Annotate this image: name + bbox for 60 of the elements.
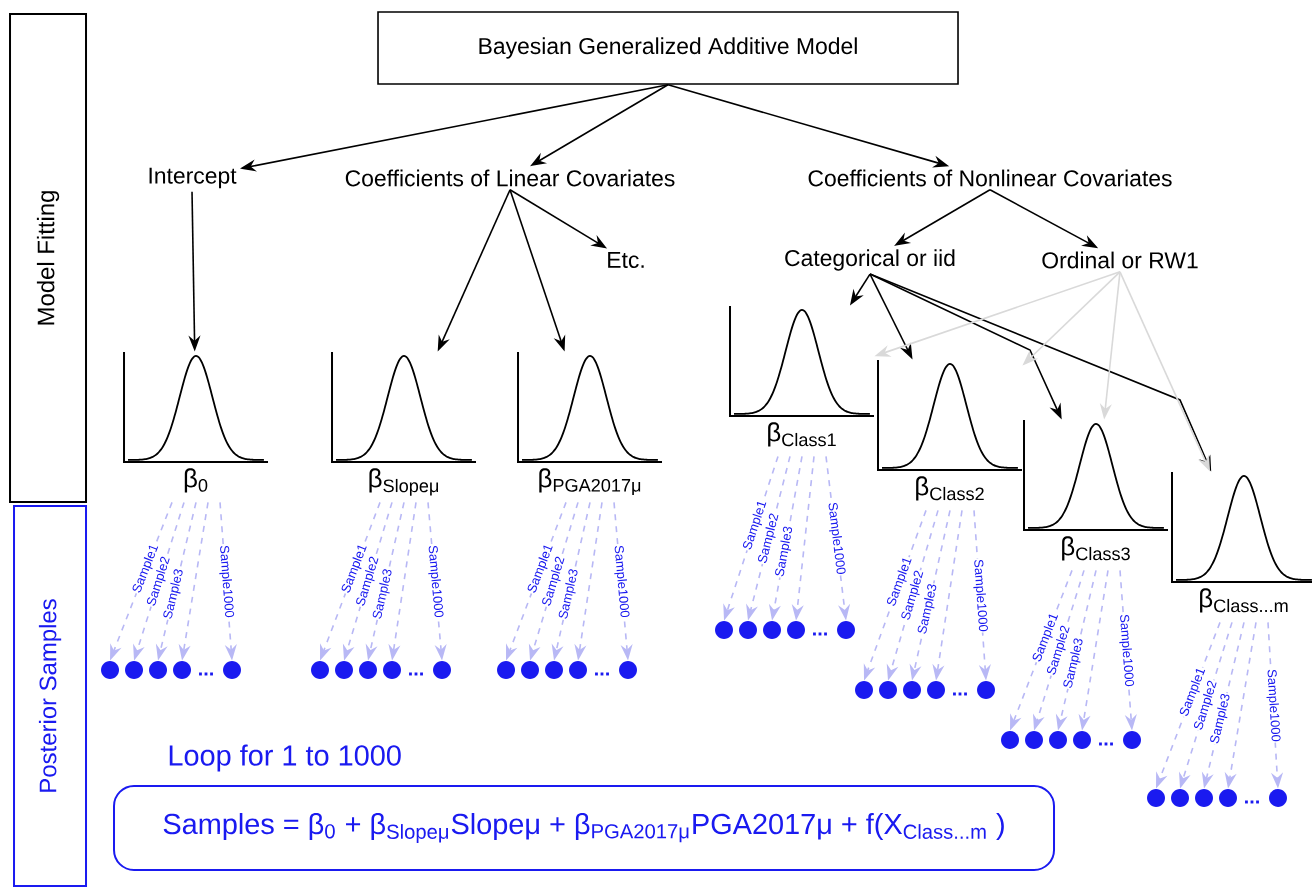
ellipsis-mark: ... (409, 672, 423, 676)
sample-dot (1049, 731, 1067, 749)
ellipsis-mark: ... (595, 672, 609, 676)
category-label: Coefficients of Nonlinear Covariates (808, 169, 1172, 187)
category-label: Etc. (608, 252, 644, 268)
sample-dot (977, 681, 995, 699)
section-band: Posterior Samples (13, 505, 87, 887)
sample-dot (497, 661, 515, 679)
title-box: Bayesian Generalized Additive Model (377, 11, 959, 85)
sample-dot (433, 661, 451, 679)
sample-dot (359, 661, 377, 679)
sample-dot (715, 621, 733, 639)
ellipsis-mark: ... (953, 692, 967, 696)
sample-dot (1123, 731, 1141, 749)
sample-dot (335, 661, 353, 679)
loop-label: Loop for 1 to 1000 (169, 744, 401, 772)
sample-dot (1073, 731, 1091, 749)
sample-dot (1001, 731, 1019, 749)
sample-dot (1147, 789, 1165, 807)
sample-dot (763, 621, 781, 639)
category-label: Ordinal or RW1 (1042, 251, 1198, 269)
sample-dot (1195, 789, 1213, 807)
sample-dot (521, 661, 539, 679)
sample-dot (545, 661, 563, 679)
distribution-plot: β$_{Class3}$ (1023, 419, 1169, 561)
sample-dot (383, 661, 401, 679)
ellipsis-mark: ... (199, 672, 213, 676)
distribution-plot: β$_{Class...m}$ (1171, 471, 1312, 613)
equation-box: Samples = β$_{0}$ + β$_{Slopeμ}$Slopeμ + β$_{PGA2017μ}$PGA2017μ + f(X$_{Class...m}$ ) (113, 785, 1055, 871)
distribution-plot: β$_{Class2}$ (877, 359, 1023, 501)
ellipsis-mark: ... (1099, 742, 1113, 746)
distribution-plot: β$_{PGA2017μ}$ (517, 351, 663, 496)
sample-dot (569, 661, 587, 679)
sample-dot (787, 621, 805, 639)
category-label: Categorical or iid (785, 249, 955, 271)
section-band: Model Fitting (9, 13, 87, 503)
sample-dot (223, 661, 241, 679)
sample-dot (1171, 789, 1189, 807)
sample-dot (173, 661, 191, 679)
sample-dot (837, 621, 855, 639)
sample-dot (311, 661, 329, 679)
distribution-plot: β$_{Class1}$ (729, 305, 875, 447)
sample-dot (739, 621, 757, 639)
sample-dot (1025, 731, 1043, 749)
sample-dot (879, 681, 897, 699)
sample-dot (1269, 789, 1287, 807)
sample-dot (619, 661, 637, 679)
sample-dot (1219, 789, 1237, 807)
category-label: Intercept (149, 167, 237, 189)
ellipsis-mark: ... (1245, 800, 1259, 804)
sample-dot (903, 681, 921, 699)
sample-dot (927, 681, 945, 699)
sample-dot (101, 661, 119, 679)
category-label: Coefficients of Linear Covariates (345, 169, 675, 187)
sample-dot (125, 661, 143, 679)
distribution-plot: β$_{0}$ (123, 351, 269, 493)
distribution-plot: β$_{Slopeμ}$ (331, 351, 477, 496)
ellipsis-mark: ... (813, 632, 827, 636)
sample-dot (149, 661, 167, 679)
sample-dot (855, 681, 873, 699)
